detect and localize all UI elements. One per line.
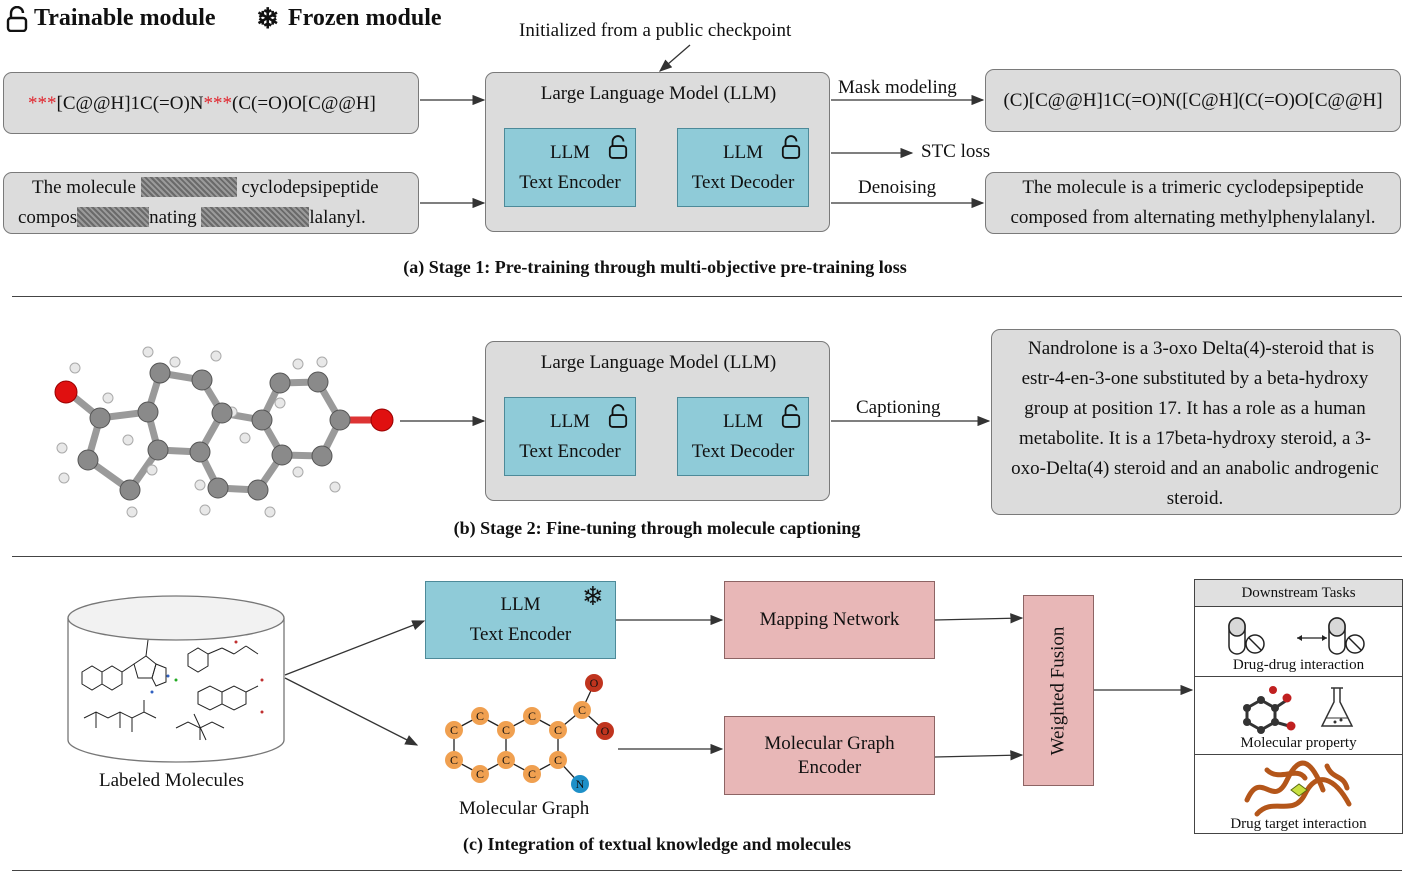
molecular-graph-label: Molecular Graph <box>459 798 590 819</box>
decoder-label-1: LLM <box>722 410 764 432</box>
smiles-output-box: (C)[C@@H]1C(=O)N([C@H](C(=O)O[C@@H] <box>985 69 1401 132</box>
llm-title-stage2: Large Language Model (LLM) <box>540 352 777 373</box>
smiles-input-box: ***[C@@H]1C(=O)N***(C(=O)O[C@@H] <box>3 72 419 134</box>
weighted-fusion-box: Weighted Fusion <box>1023 595 1094 786</box>
encoder-label-2: Text Encoder <box>519 171 621 193</box>
divider-2 <box>12 556 1402 557</box>
unlock-icon <box>608 404 628 428</box>
carbon-atom: C <box>549 751 567 769</box>
carbon-atom: C <box>523 707 541 725</box>
mask-modeling-label: Mask modeling <box>838 77 957 98</box>
database-cylinder <box>67 595 285 763</box>
carbon-atom: C <box>471 765 489 783</box>
caption-stage1: (a) Stage 1: Pre-training through multi-… <box>403 257 907 277</box>
encoder-label-1: LLM <box>549 141 591 163</box>
llm-decoder-stage2: LLM Text Decoder <box>677 397 809 476</box>
decoder-label-2: Text Decoder <box>691 440 795 462</box>
graph-encoder-label-2: Encoder <box>797 756 862 778</box>
arrow-mapping-to-fusion <box>934 613 1024 624</box>
decoder-label-2: Text Decoder <box>691 171 795 193</box>
oxygen-atom: O <box>585 674 603 692</box>
caption-stage3: (c) Integration of textual knowledge and… <box>463 834 851 854</box>
molecule-3d-image <box>54 346 394 518</box>
carbon-atom: C <box>549 721 567 739</box>
unlock-icon <box>781 404 801 428</box>
mapping-network-label: Mapping Network <box>759 609 900 630</box>
legend-trainable: Trainable module <box>34 5 216 31</box>
arrow-db-to-graph <box>284 677 419 746</box>
carbon-atom: C <box>445 751 463 769</box>
arrow-graphenc-to-fusion <box>934 750 1024 761</box>
divider-3 <box>12 870 1402 871</box>
frozen-encoder-label-2: Text Encoder <box>469 624 572 645</box>
checkpoint-note: Initialized from a public checkpoint <box>519 20 792 41</box>
unlock-icon <box>781 135 801 159</box>
graph-encoder-label-1: Molecular Graph <box>764 732 895 754</box>
caption-line-3: group at position 17. It has a role as a… <box>1024 398 1366 419</box>
smiles-input-text: ***[C@@H]1C(=O)N***(C(=O)O[C@@H] <box>28 93 376 114</box>
weighted-fusion-label: Weighted Fusion <box>1047 626 1069 755</box>
caption-line-1: Nandrolone is a 3-oxo Delta(4)-steroid t… <box>1028 338 1375 359</box>
task-property: Molecular property <box>1240 735 1357 751</box>
carbon-atom: C <box>497 721 515 739</box>
frozen-encoder-label-1: LLM <box>500 594 541 615</box>
mapping-network-box: Mapping Network <box>724 581 935 659</box>
carbon-atom: C <box>523 765 541 783</box>
stc-loss-label: STC loss <box>921 141 991 162</box>
graph-encoder-box: Molecular Graph Encoder <box>724 716 935 795</box>
nitrogen-atom: N <box>571 775 589 793</box>
llm-title-stage1: Large Language Model (LLM) <box>540 83 777 104</box>
task-dti: Drug target interaction <box>1230 816 1367 832</box>
snowflake-icon: ❄ <box>582 582 604 611</box>
downstream-title: Downstream Tasks <box>1195 580 1402 607</box>
downstream-tasks-panel: Downstream Tasks Drug-drug interaction M… <box>1194 579 1403 834</box>
molecule-flask-icon <box>1243 686 1354 734</box>
caption-line-5: oxo-Delta(4) steroid and an anabolic and… <box>1011 458 1379 479</box>
carbon-atom: C <box>497 751 515 769</box>
arrow-db-to-encoder <box>284 620 426 676</box>
encoder-label-1: LLM <box>549 410 591 432</box>
decoder-label-1: LLM <box>722 141 764 163</box>
oxygen-atom: O <box>596 722 614 740</box>
legend-frozen: Frozen module <box>288 5 442 31</box>
masked-text-line1: The molecule cyclodepsipeptide <box>32 177 379 198</box>
llm-decoder-stage1: LLM Text Decoder <box>677 128 809 207</box>
denoising-label: Denoising <box>858 177 937 198</box>
pill-capsule-icon <box>1228 617 1365 655</box>
arrow-checkpoint <box>659 44 691 72</box>
divider-1 <box>12 296 1402 297</box>
text-output-box: The molecule is a trimeric cyclodepsipep… <box>985 172 1401 234</box>
encoder-label-2: Text Encoder <box>519 440 621 462</box>
task-ddi: Drug-drug interaction <box>1232 657 1365 673</box>
carbon-atom: C <box>471 707 489 725</box>
protein-structure-icon <box>1244 760 1352 817</box>
snowflake-icon: ❄ <box>256 4 280 35</box>
carbon-atom: C <box>573 701 591 719</box>
caption-line-6: steroid. <box>1166 488 1224 509</box>
caption-output-box: Nandrolone is a 3-oxo Delta(4)-steroid t… <box>991 329 1401 515</box>
unlock-icon <box>6 6 28 32</box>
labeled-molecules-label: Labeled Molecules <box>99 770 245 791</box>
caption-line-4: metabolite. It is a 17beta-hydroxy stero… <box>1019 428 1371 449</box>
smiles-output-text: (C)[C@@H]1C(=O)N([C@H](C(=O)O[C@@H] <box>1003 90 1383 111</box>
text-output-line2: composed from alternating methylphenylal… <box>1010 207 1376 228</box>
caption-stage2: (b) Stage 2: Fine-tuning through molecul… <box>453 518 861 538</box>
llm-encoder-stage2: LLM Text Encoder <box>504 397 636 476</box>
unlock-icon <box>608 135 628 159</box>
text-output-line1: The molecule is a trimeric cyclodepsipep… <box>1022 177 1364 198</box>
frozen-llm-encoder: LLM Text Encoder <box>425 581 616 659</box>
carbon-atom: C <box>445 721 463 739</box>
caption-line-2: estr-4-en-3-one substituted by a beta-hy… <box>1021 368 1369 389</box>
llm-encoder-stage1: LLM Text Encoder <box>504 128 636 207</box>
captioning-label: Captioning <box>856 397 941 418</box>
